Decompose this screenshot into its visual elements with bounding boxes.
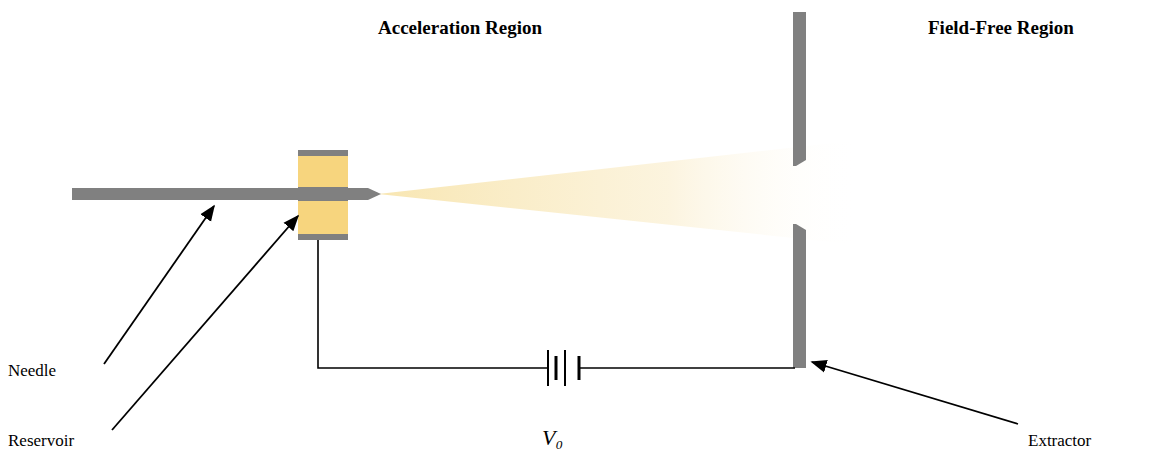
- spray-plume: [378, 140, 860, 245]
- battery-symbol: [578, 356, 581, 380]
- battery-symbol: [555, 356, 558, 380]
- wire: [318, 240, 548, 368]
- extractor-plate: [793, 224, 806, 368]
- region-heading: Acceleration Region: [378, 18, 542, 39]
- battery-symbol: [564, 350, 566, 386]
- leader-line: [812, 362, 1018, 424]
- leader-line: [112, 216, 298, 430]
- needle: [298, 187, 348, 201]
- leader-line: [104, 206, 214, 364]
- reservoir-cap: [298, 234, 348, 240]
- wire: [579, 367, 795, 369]
- reservoir-cap: [298, 150, 348, 156]
- part-label: Reservoir: [8, 432, 74, 451]
- reservoir: [298, 152, 348, 238]
- needle: [72, 188, 381, 200]
- region-heading: Field-Free Region: [928, 18, 1074, 39]
- battery-symbol: [547, 350, 549, 386]
- part-label: Extractor: [1028, 432, 1091, 451]
- voltage-label: V₀: [542, 426, 563, 450]
- extractor-plate: [793, 12, 806, 166]
- part-label: Needle: [8, 362, 56, 381]
